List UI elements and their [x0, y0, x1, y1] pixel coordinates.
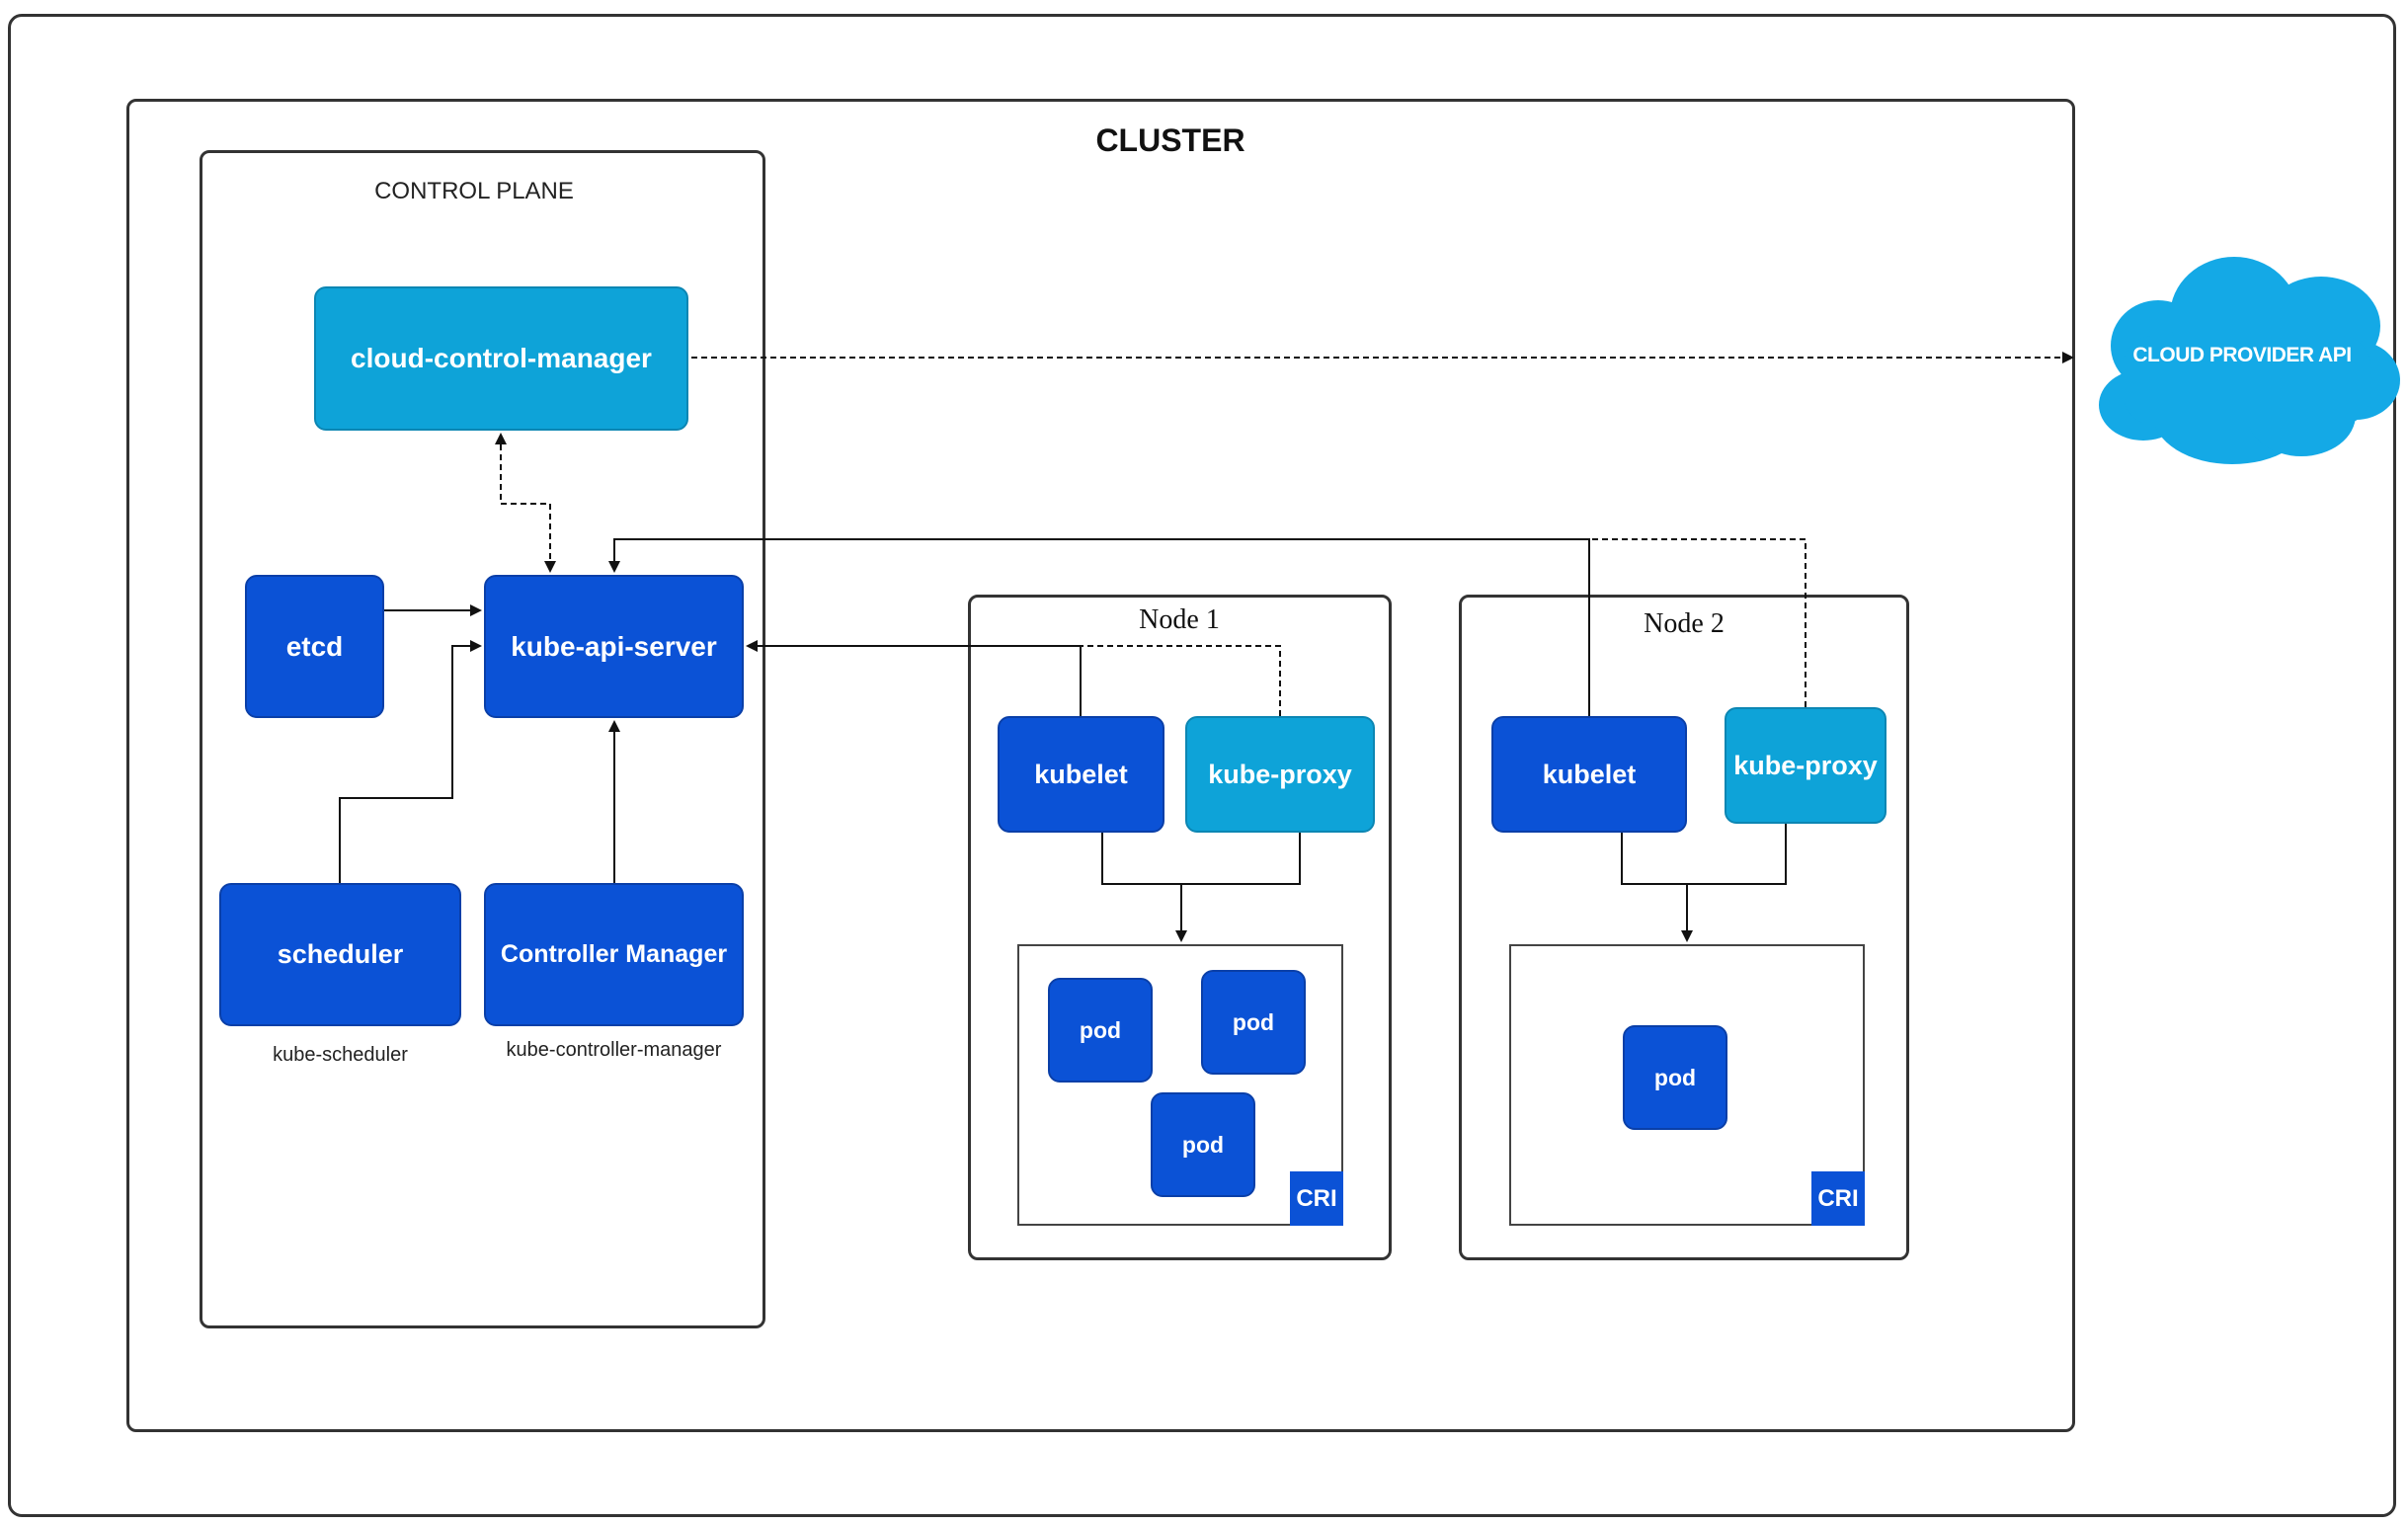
controller-manager-box[interactable]: Controller Manager	[484, 883, 744, 1026]
cloud-provider-label: CLOUD PROVIDER API	[2132, 344, 2352, 366]
node-1-pod[interactable]: pod	[1151, 1092, 1255, 1197]
cluster-title: CLUSTER	[1095, 122, 1245, 158]
scheduler-box[interactable]: scheduler	[219, 883, 461, 1026]
scheduler-caption: kube-scheduler	[273, 1044, 408, 1066]
node-2-title: Node 2	[1644, 608, 1725, 639]
kube-api-server-box[interactable]: kube-api-server	[484, 575, 744, 718]
node-1-cri-badge: CRI	[1290, 1171, 1343, 1226]
node-2-kube-proxy-box[interactable]: kube-proxy	[1725, 707, 1886, 824]
node-2-pod-area	[1509, 944, 1865, 1226]
node-1-kube-proxy-box[interactable]: kube-proxy	[1185, 716, 1375, 833]
node-2-kubelet-box[interactable]: kubelet	[1491, 716, 1687, 833]
etcd-box[interactable]: etcd	[245, 575, 384, 718]
control-plane-frame	[200, 150, 765, 1328]
node-2-cri-badge: CRI	[1811, 1171, 1865, 1226]
node-1-pod[interactable]: pod	[1048, 978, 1153, 1083]
node-1-pod-area	[1017, 944, 1343, 1226]
node-1-title: Node 1	[1139, 604, 1220, 635]
controller-manager-caption: kube-controller-manager	[506, 1039, 722, 1061]
node-1-pod[interactable]: pod	[1201, 970, 1306, 1075]
cluster-frame	[126, 99, 2075, 1432]
outer-frame	[8, 14, 2396, 1517]
cloud-control-manager-box[interactable]: cloud-control-manager	[314, 286, 688, 431]
node-1-kubelet-box[interactable]: kubelet	[998, 716, 1164, 833]
control-plane-title: CONTROL PLANE	[374, 178, 574, 204]
node-2-pod[interactable]: pod	[1623, 1025, 1727, 1130]
